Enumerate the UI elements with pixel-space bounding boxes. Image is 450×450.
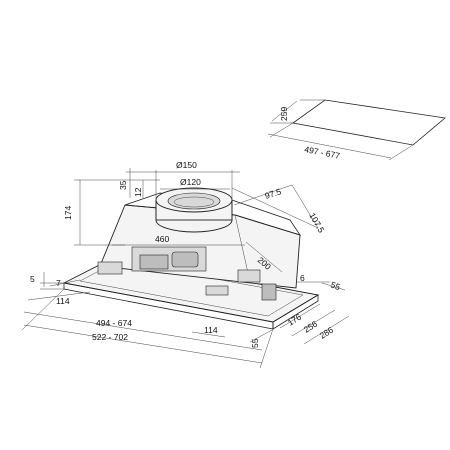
dim-offset-a: 97.5 [264,186,283,201]
tray-side-edge [272,294,319,330]
dimension-lines [21,168,350,369]
depth-mid-line [291,309,336,337]
depth-outer-line [303,315,350,345]
left-margin-line [27,291,91,301]
front-margin-line [249,329,273,343]
dim-flange-left: 7 [56,278,61,288]
cutout-plan: 259 497 - 677 [267,99,446,161]
dim-collar-height: 35 [118,180,128,190]
depth-inner-line [279,303,321,329]
exhaust-collar [155,187,233,233]
dim-overall-height: 174 [63,206,73,220]
offset-b-line [291,184,319,229]
dim-outlet-width: 460 [155,234,169,244]
capacitor [171,251,199,268]
hood-body [62,192,320,330]
dim-front-offset: 114 [204,325,218,335]
dim-depth-outer: 286 [318,325,336,341]
outer-width-line [23,324,263,364]
cutout-width-label: 497 - 677 [304,144,341,161]
dim-collar-step: 12 [133,187,143,197]
dim-flange-thickness: 5 [30,274,35,284]
lamp-right [237,269,261,283]
cutout-depth-line [271,100,298,122]
dim-front-margin: 55 [250,338,260,348]
side-margin-line [321,282,346,291]
cutout-rectangle [292,99,446,146]
dim-outer-width: 522 - 702 [92,332,128,342]
inner-width-line [23,311,263,351]
flange-left-line [49,279,81,287]
dim-left-margin: 114 [56,296,70,306]
dim-depth-inner: 176 [286,312,304,328]
lamp-left [97,261,123,275]
offset-ext [231,187,319,229]
dim-inner-width: 494 - 674 [96,318,132,328]
dim-side-margin: 55 [329,279,342,292]
dim-offset-b: 107.5 [307,211,326,235]
terminal-block [205,285,229,296]
control-switch [261,283,277,301]
cutout-width-line [267,133,392,159]
dim-duct-inner: Ø120 [180,177,201,187]
dim-flange-right: 6 [300,273,305,283]
cutout-width-ext-2 [388,144,414,161]
dim-duct-outer: Ø150 [176,160,197,170]
width-ext-left [21,288,65,331]
collar-opening [167,192,221,210]
offset-a-line [233,184,293,206]
cutout-width-ext-1 [269,122,294,138]
cutout-depth-label: 259 [279,107,289,121]
width-ext-right [259,328,274,369]
front-offset-line [191,331,226,338]
damper-flap [173,196,215,208]
motor-unit [139,254,169,270]
side-depth-line [245,241,283,273]
